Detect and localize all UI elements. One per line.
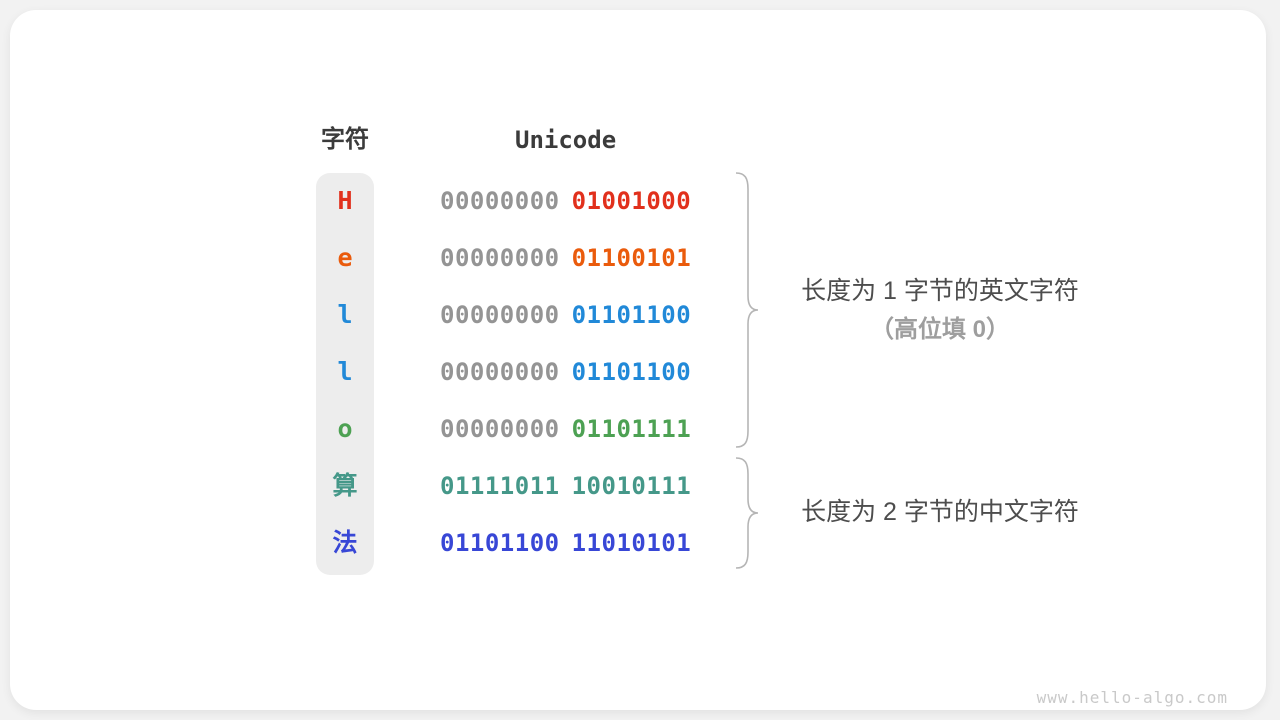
column-header-character: 字符 bbox=[321, 126, 369, 153]
table-row: 算 01111011 10010111 bbox=[10, 469, 1266, 503]
character-cell: l bbox=[337, 300, 353, 329]
unicode-low-byte: 11010101 bbox=[571, 529, 692, 557]
table-row: H 00000000 01001000 bbox=[10, 184, 1266, 218]
character-cell: l bbox=[337, 357, 353, 386]
unicode-low-byte: 01101100 bbox=[571, 358, 692, 386]
column-header-unicode: Unicode bbox=[515, 126, 617, 154]
character-cell: 法 bbox=[332, 528, 358, 557]
unicode-bits: 00000000 01001000 bbox=[440, 184, 691, 218]
unicode-high-byte: 00000000 bbox=[440, 358, 560, 386]
figure-card: 字符 Unicode H 00000000 01001000 e 00000000 011… bbox=[10, 10, 1266, 710]
website-watermark: www.hello-algo.com bbox=[1036, 688, 1228, 707]
table-row: l 00000000 01101100 bbox=[10, 298, 1266, 332]
table-row: 法 01101100 11010101 bbox=[10, 526, 1266, 560]
annotation-english-chars: 长度为 1 字节的英文字符 （高位填 0） bbox=[766, 276, 1114, 345]
unicode-low-byte: 10010111 bbox=[571, 472, 692, 500]
table-row: l 00000000 01101100 bbox=[10, 355, 1266, 389]
character-cell: 算 bbox=[332, 471, 358, 500]
unicode-low-byte: 01101111 bbox=[571, 415, 692, 443]
annotation-english-line2: （高位填 0） bbox=[869, 316, 1010, 343]
unicode-high-byte: 00000000 bbox=[440, 187, 560, 215]
annotation-chinese-chars: 长度为 2 字节的中文字符 bbox=[766, 497, 1114, 527]
unicode-high-byte: 00000000 bbox=[440, 301, 560, 329]
unicode-low-byte: 01101100 bbox=[571, 301, 692, 329]
character-column-background bbox=[316, 173, 374, 575]
unicode-bits: 00000000 01101100 bbox=[440, 355, 691, 389]
unicode-bits: 00000000 01101100 bbox=[440, 298, 691, 332]
unicode-bits: 01111011 10010111 bbox=[440, 469, 691, 503]
table-row: o 00000000 01101111 bbox=[10, 412, 1266, 446]
unicode-low-byte: 01001000 bbox=[571, 187, 692, 215]
unicode-high-byte: 01101100 bbox=[440, 529, 560, 557]
character-cell: H bbox=[337, 186, 353, 215]
character-cell: e bbox=[337, 243, 353, 272]
unicode-high-byte: 00000000 bbox=[440, 244, 560, 272]
unicode-bits: 00000000 01100101 bbox=[440, 241, 691, 275]
character-cell: o bbox=[337, 414, 353, 443]
unicode-bits: 01101100 11010101 bbox=[440, 526, 691, 560]
table-row: e 00000000 01100101 bbox=[10, 241, 1266, 275]
annotation-english-line1: 长度为 1 字节的英文字符 bbox=[801, 277, 1079, 305]
annotation-chinese-line1: 长度为 2 字节的中文字符 bbox=[801, 498, 1079, 526]
unicode-bits: 00000000 01101111 bbox=[440, 412, 691, 446]
brace-chinese-group bbox=[735, 457, 759, 569]
unicode-high-byte: 00000000 bbox=[440, 415, 560, 443]
unicode-high-byte: 01111011 bbox=[440, 472, 560, 500]
brace-english-group bbox=[735, 172, 759, 448]
unicode-low-byte: 01100101 bbox=[571, 244, 692, 272]
